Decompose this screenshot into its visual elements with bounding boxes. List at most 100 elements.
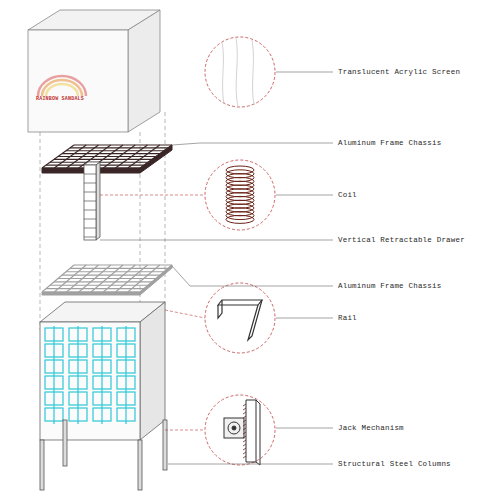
leader-line <box>100 72 333 464</box>
detail-circle <box>205 37 275 465</box>
jack-teeth <box>243 452 246 454</box>
aluminum-grid <box>70 268 168 269</box>
rail-detail <box>248 300 262 340</box>
drawer-cells <box>101 326 102 424</box>
jack-teeth <box>243 424 246 426</box>
part-label: Jack Mechanism <box>338 424 404 432</box>
detail-circle <box>205 37 275 107</box>
drawer-column <box>96 162 100 240</box>
base-box <box>140 302 165 440</box>
steel-column <box>40 420 167 490</box>
acrylic-texture <box>222 42 224 104</box>
base-box <box>40 302 165 440</box>
acrylic-cube <box>28 30 128 132</box>
jack-teeth <box>243 420 246 422</box>
guide-line <box>40 132 41 330</box>
rail-detail <box>218 300 262 340</box>
guide-line <box>165 112 166 305</box>
leader-line <box>172 143 333 145</box>
logo-text: RAINBOW SANDALS <box>36 97 84 103</box>
rail-detail <box>218 300 222 318</box>
detail-circle <box>205 283 275 353</box>
aluminum-grid <box>128 145 160 168</box>
rainbow-logo <box>38 76 86 96</box>
callout-link <box>100 195 205 430</box>
acrylic-cube <box>28 10 160 132</box>
callout-link <box>165 310 205 318</box>
coil-detail <box>226 166 254 223</box>
drawer-cells <box>53 326 54 424</box>
aluminum-grid <box>128 265 160 292</box>
jack-teeth <box>243 408 246 410</box>
aluminum-grid <box>103 265 135 292</box>
part-label: Vertical Retractable Drawer <box>338 236 465 244</box>
drawer-segment <box>84 192 96 193</box>
drawer-cells <box>45 326 135 424</box>
acrylic-cube <box>128 10 160 132</box>
drawer-cells <box>77 326 78 424</box>
leader-line <box>276 195 333 196</box>
rainbow-logo <box>46 84 78 96</box>
aluminum-grid <box>42 292 140 295</box>
drawer-segment <box>84 228 96 229</box>
leader-line <box>168 464 333 465</box>
aluminum-grid <box>91 265 123 292</box>
part-label: Aluminum Frame Chassis <box>338 282 441 290</box>
jack-teeth <box>243 428 246 430</box>
aluminum-grid <box>140 145 172 168</box>
callout-link <box>100 195 205 196</box>
aluminum-grid <box>66 150 164 151</box>
jack-teeth <box>243 404 246 406</box>
drawer-cells <box>125 326 126 424</box>
acrylic-texture <box>252 40 254 105</box>
part-label: Structural Steel Columns <box>338 460 451 468</box>
jack-teeth <box>243 404 246 458</box>
jack-teeth <box>243 412 246 414</box>
aluminum-grid <box>140 265 172 292</box>
drawer-column <box>84 165 96 240</box>
part-label: Coil <box>338 191 357 199</box>
aluminum-grid <box>103 145 135 168</box>
leader-line <box>276 72 333 73</box>
leader-line <box>276 428 333 429</box>
drawer-segment <box>84 219 96 220</box>
jack-detail <box>224 418 244 438</box>
drawer-segment <box>84 201 96 202</box>
jack-teeth <box>243 448 246 450</box>
callout-link <box>165 430 205 431</box>
jack-teeth <box>243 436 246 438</box>
rail-detail <box>218 300 262 305</box>
aluminum-grid <box>140 265 172 295</box>
aluminum-grid <box>116 265 148 292</box>
acrylic-texture <box>222 38 254 107</box>
steel-column <box>40 440 44 490</box>
leader-line <box>276 318 333 319</box>
jack-teeth <box>243 456 246 458</box>
jack-detail <box>224 400 260 465</box>
jack-teeth <box>243 416 246 418</box>
leader-line <box>172 266 333 286</box>
aluminum-grid <box>70 147 168 148</box>
jack-teeth <box>243 440 246 442</box>
steel-column <box>63 420 67 466</box>
part-label: Translucent Acrylic Screen <box>338 68 460 76</box>
drawer-segment <box>84 174 96 237</box>
aluminum-grid <box>62 275 160 276</box>
aluminum-grid <box>74 144 172 145</box>
drawer-segment <box>84 237 96 238</box>
aluminum-grid <box>74 264 172 265</box>
leader-line <box>100 240 333 241</box>
detail-circle <box>205 395 275 465</box>
part-label: Aluminum Frame Chassis <box>338 139 441 147</box>
aluminum-grid <box>42 145 172 295</box>
jack-detail <box>256 400 260 465</box>
aluminum-grid <box>116 145 148 168</box>
jack-detail <box>228 422 240 434</box>
jack-detail <box>232 426 236 430</box>
base-box <box>40 322 140 440</box>
drawer-column <box>84 162 100 240</box>
drawer-segment <box>84 183 96 184</box>
rainbow-logo <box>42 80 82 96</box>
aluminum-grid <box>66 271 164 272</box>
